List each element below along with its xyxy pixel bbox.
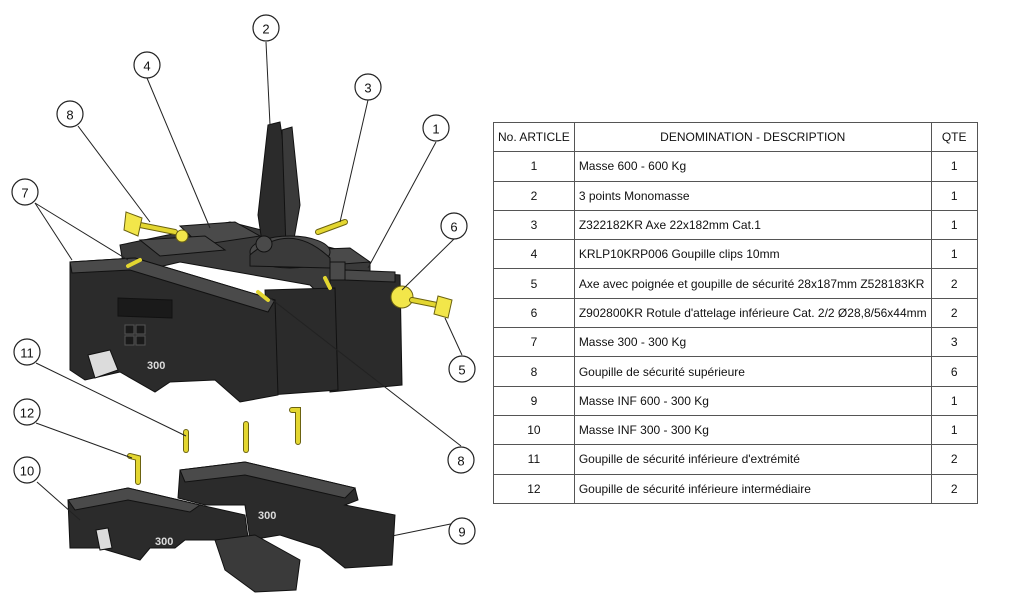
parts-list-table: No. ARTICLE DENOMINATION - DESCRIPTION Q…	[493, 121, 978, 504]
header-article-number: No. ARTICLE	[493, 121, 575, 153]
description-cell: Masse INF 300 - 300 Kg	[573, 414, 932, 446]
article-number-cell: 9	[493, 385, 575, 416]
description-cell: Masse 300 - 300 Kg	[573, 327, 932, 358]
description-cell: Z902800KR Rotule d'attelage inférieure C…	[573, 297, 932, 329]
svg-text:9: 9	[458, 525, 465, 540]
callout-6: 6	[440, 212, 468, 240]
description-cell: Z322182KR Axe 22x182mm Cat.1	[573, 209, 932, 241]
exploded-assembly-diagram: 300	[11, 14, 476, 593]
callout-4: 4	[133, 51, 161, 79]
quantity-cell: 1	[930, 414, 978, 446]
table-header-row: No. ARTICLE DENOMINATION - DESCRIPTION Q…	[493, 121, 978, 153]
callout-12: 12	[13, 398, 41, 426]
lower-left-weight-stamp: 300	[155, 536, 173, 548]
callout-10: 10	[13, 456, 41, 484]
article-number-cell: 8	[493, 356, 575, 387]
description-cell: Goupille de sécurité inférieure d'extrém…	[573, 444, 932, 475]
article-number-cell: 11	[493, 444, 575, 475]
description-cell: Masse INF 600 - 300 Kg	[573, 385, 932, 416]
description-cell: Goupille de sécurité inférieure interméd…	[573, 473, 932, 504]
quantity-cell: 2	[930, 444, 978, 475]
quantity-cell: 1	[930, 151, 978, 182]
svg-text:2: 2	[262, 22, 269, 37]
callout-8-lower: 8	[447, 446, 475, 474]
quantity-cell: 1	[930, 239, 978, 270]
callout-8-upper: 8	[56, 100, 84, 128]
svg-text:5: 5	[458, 363, 465, 378]
three-point-mast	[249, 121, 331, 269]
svg-text:4: 4	[143, 59, 150, 74]
description-cell: Goupille de sécurité supérieure	[573, 356, 932, 387]
description-cell: KRLP10KRP006 Goupille clips 10mm	[573, 239, 932, 270]
lower-right-weight-stamp: 300	[258, 510, 276, 522]
article-number-cell: 5	[493, 268, 575, 299]
quantity-cell: 2	[930, 268, 978, 299]
article-number-cell: 2	[493, 180, 575, 211]
quantity-cell: 3	[930, 327, 978, 358]
quantity-cell: 1	[930, 385, 978, 416]
yellow-pins	[123, 211, 453, 319]
description-cell: Axe avec poignée et goupille de sécurité…	[573, 268, 932, 299]
article-number-cell: 10	[493, 414, 575, 446]
svg-text:7: 7	[21, 186, 28, 201]
svg-text:6: 6	[450, 220, 457, 235]
svg-text:10: 10	[20, 464, 34, 479]
callout-1: 1	[422, 114, 450, 142]
svg-text:8: 8	[66, 108, 73, 123]
lower-weights: 300 300	[67, 461, 396, 593]
quantity-cell: 2	[930, 297, 978, 329]
svg-text:3: 3	[364, 81, 371, 96]
leader-lines	[34, 41, 471, 537]
article-number-cell: 12	[493, 473, 575, 504]
upper-weight-assembly: 300	[69, 221, 403, 403]
callout-9: 9	[448, 517, 476, 545]
svg-text:8: 8	[457, 454, 464, 469]
quantity-cell: 2	[930, 473, 978, 504]
article-number-cell: 6	[493, 297, 575, 329]
header-quantity: QTE	[930, 121, 978, 153]
description-cell: Masse 600 - 600 Kg	[573, 151, 932, 182]
description-cell: 3 points Monomasse	[573, 180, 932, 211]
callout-5: 5	[448, 355, 476, 383]
callout-3: 3	[354, 73, 382, 101]
article-number-cell: 1	[493, 151, 575, 182]
quantity-cell: 1	[930, 209, 978, 241]
callout-7: 7	[11, 178, 39, 206]
callout-2: 2	[252, 14, 280, 42]
article-number-cell: 4	[493, 239, 575, 270]
article-number-cell: 3	[493, 209, 575, 241]
svg-text:1: 1	[432, 122, 439, 137]
article-number-cell: 7	[493, 327, 575, 358]
svg-text:12: 12	[20, 406, 34, 421]
callout-11: 11	[13, 338, 41, 366]
quantity-cell: 6	[930, 356, 978, 387]
header-description: DENOMINATION - DESCRIPTION	[573, 121, 932, 153]
svg-text:11: 11	[20, 346, 34, 361]
quantity-cell: 1	[930, 180, 978, 211]
lower-pins	[127, 407, 301, 485]
upper-weight-stamp: 300	[147, 360, 165, 372]
